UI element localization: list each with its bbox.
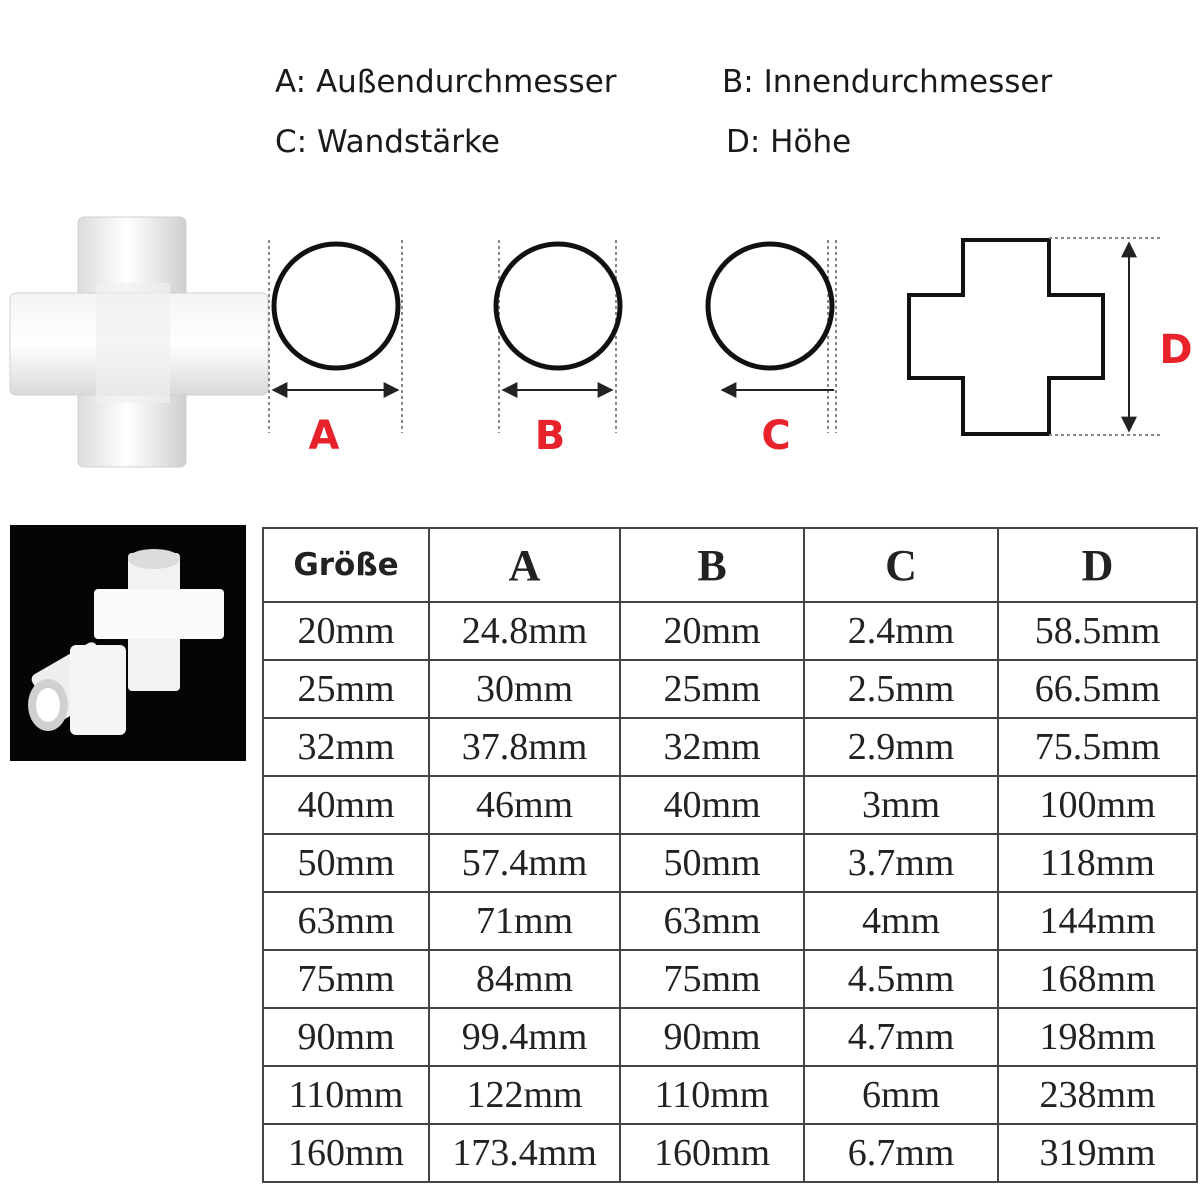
table-row: 75mm 84mm 75mm 4.5mm 168mm (262, 949, 1198, 1009)
cell-d: 319mm (997, 1123, 1198, 1183)
cell-a: 71mm (428, 891, 621, 951)
label-a: A (309, 413, 340, 459)
cell-b: 40mm (619, 775, 805, 835)
legend-wall-thickness: C: Wandstärke (275, 124, 500, 160)
table-row: 40mm 46mm 40mm 3mm 100mm (262, 775, 1198, 835)
diagram-height: D (907, 237, 1193, 436)
cell-d: 238mm (997, 1065, 1198, 1125)
header-d: D (997, 527, 1198, 603)
cell-c: 4.5mm (803, 949, 999, 1009)
cell-a: 173.4mm (428, 1123, 621, 1183)
cell-c: 2.9mm (803, 717, 999, 777)
table-row: 63mm 71mm 63mm 4mm 144mm (262, 891, 1198, 951)
header-size: Größe (262, 527, 430, 603)
header-a: A (428, 527, 621, 603)
cell-d: 118mm (997, 833, 1198, 893)
legend-height: D: Höhe (726, 124, 852, 160)
cell-size: 110mm (262, 1065, 430, 1125)
cell-c: 4mm (803, 891, 999, 951)
table-row: 32mm 37.8mm 32mm 2.9mm 75.5mm (262, 717, 1198, 777)
legend-outer-diameter: A: Außendurchmesser (275, 64, 617, 100)
cell-size: 63mm (262, 891, 430, 951)
cell-size: 50mm (262, 833, 430, 893)
cell-b: 110mm (619, 1065, 805, 1125)
label-b: B (535, 413, 566, 459)
cell-a: 84mm (428, 949, 621, 1009)
cell-d: 66.5mm (997, 659, 1198, 719)
cell-a: 122mm (428, 1065, 621, 1125)
cell-d: 75.5mm (997, 717, 1198, 777)
label-c: C (761, 413, 790, 459)
cell-b: 75mm (619, 949, 805, 1009)
product-photo (10, 525, 246, 761)
cell-c: 4.7mm (803, 1007, 999, 1067)
cell-c: 6mm (803, 1065, 999, 1125)
dimension-diagram: A B C D (9, 216, 1193, 468)
table-row: 50mm 57.4mm 50mm 3.7mm 118mm (262, 833, 1198, 893)
cell-b: 160mm (619, 1123, 805, 1183)
diagram-inner-diameter: B (493, 240, 623, 459)
pvc-fittings-photo-icon (10, 525, 246, 761)
cell-b: 32mm (619, 717, 805, 777)
cell-size: 25mm (262, 659, 430, 719)
cell-d: 100mm (997, 775, 1198, 835)
cell-size: 90mm (262, 1007, 430, 1067)
cell-a: 24.8mm (428, 601, 621, 661)
cell-a: 30mm (428, 659, 621, 719)
cell-b: 63mm (619, 891, 805, 951)
cell-c: 2.4mm (803, 601, 999, 661)
cell-b: 25mm (619, 659, 805, 719)
cell-a: 57.4mm (428, 833, 621, 893)
cell-c: 6.7mm (803, 1123, 999, 1183)
table-row: 160mm 173.4mm 160mm 6.7mm 319mm (262, 1123, 1198, 1183)
pvc-cross-fitting-image (9, 216, 269, 468)
cell-c: 3mm (803, 775, 999, 835)
cell-d: 144mm (997, 891, 1198, 951)
table-row: 20mm 24.8mm 20mm 2.4mm 58.5mm (262, 601, 1198, 661)
cell-d: 58.5mm (997, 601, 1198, 661)
label-d: D (1159, 327, 1192, 373)
legend-inner-diameter: B: Innendurchmesser (722, 64, 1053, 100)
cell-size: 75mm (262, 949, 430, 1009)
cell-a: 99.4mm (428, 1007, 621, 1067)
table-row: 25mm 30mm 25mm 2.5mm 66.5mm (262, 659, 1198, 719)
cell-a: 46mm (428, 775, 621, 835)
cell-b: 20mm (619, 601, 805, 661)
header-c: C (803, 527, 999, 603)
cell-size: 160mm (262, 1123, 430, 1183)
cell-b: 90mm (619, 1007, 805, 1067)
table-row: 90mm 99.4mm 90mm 4.7mm 198mm (262, 1007, 1198, 1067)
cell-a: 37.8mm (428, 717, 621, 777)
diagram-wall-thickness: C (705, 240, 837, 459)
size-spec-table: Größe A B C D 20mm 24.8mm 20mm 2.4mm 58.… (262, 527, 1198, 1183)
cell-d: 198mm (997, 1007, 1198, 1067)
cell-b: 50mm (619, 833, 805, 893)
header-b: B (619, 527, 805, 603)
cell-d: 168mm (997, 949, 1198, 1009)
diagram-outer-diameter: A (268, 240, 403, 459)
cell-size: 20mm (262, 601, 430, 661)
table-header-row: Größe A B C D (262, 527, 1198, 603)
cell-size: 40mm (262, 775, 430, 835)
table-row: 110mm 122mm 110mm 6mm 238mm (262, 1065, 1198, 1125)
cell-c: 2.5mm (803, 659, 999, 719)
cell-c: 3.7mm (803, 833, 999, 893)
cell-size: 32mm (262, 717, 430, 777)
